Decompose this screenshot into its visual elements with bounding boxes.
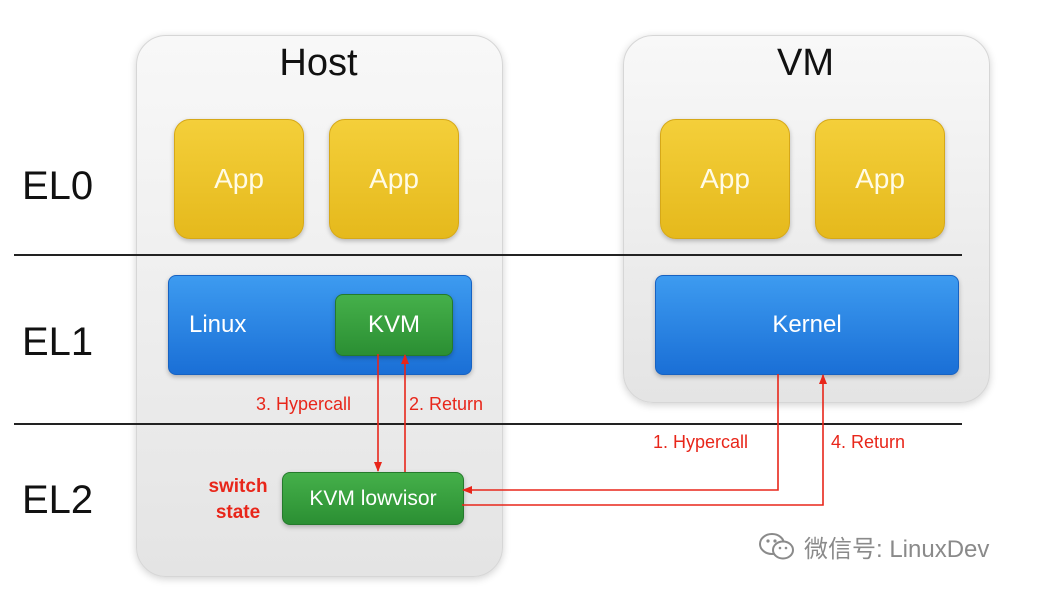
host-app-box: App	[329, 119, 459, 239]
vm-app-box: App	[660, 119, 790, 239]
switch-state-label: switch state	[196, 474, 280, 526]
hypercall-1-label: 1. Hypercall	[653, 432, 749, 452]
linux-label: Linux	[189, 311, 247, 338]
watermark: 微信号: LinuxDev	[758, 529, 989, 564]
return-4-arrow	[462, 374, 827, 506]
return-4-label: 4. Return	[831, 432, 906, 452]
el0-label: EL0	[22, 164, 94, 208]
hypercall-1-arrow	[462, 374, 779, 494]
el0-el1-divider	[14, 254, 962, 256]
el1-el2-divider	[14, 423, 962, 425]
el1-label: EL1	[22, 320, 94, 364]
host-title: Host	[279, 42, 358, 84]
host-app-box: App	[174, 119, 304, 239]
vm-app-box: App	[815, 119, 945, 239]
wechat-icon	[759, 532, 794, 559]
kvm-lowvisor-box: KVM lowvisor	[282, 472, 464, 525]
watermark-text: 微信号: LinuxDev	[804, 536, 990, 563]
switch-state-line: state	[215, 502, 261, 523]
vm-kernel-box: Kernel	[655, 275, 959, 375]
kvm-box: KVM	[335, 294, 453, 356]
switch-state-line: switch	[208, 476, 268, 497]
el2-label: EL2	[22, 478, 94, 522]
vm-title: VM	[777, 42, 834, 84]
hypercall-3-label: 3. Hypercall	[256, 394, 352, 414]
return-2-label: 2. Return	[409, 394, 484, 414]
